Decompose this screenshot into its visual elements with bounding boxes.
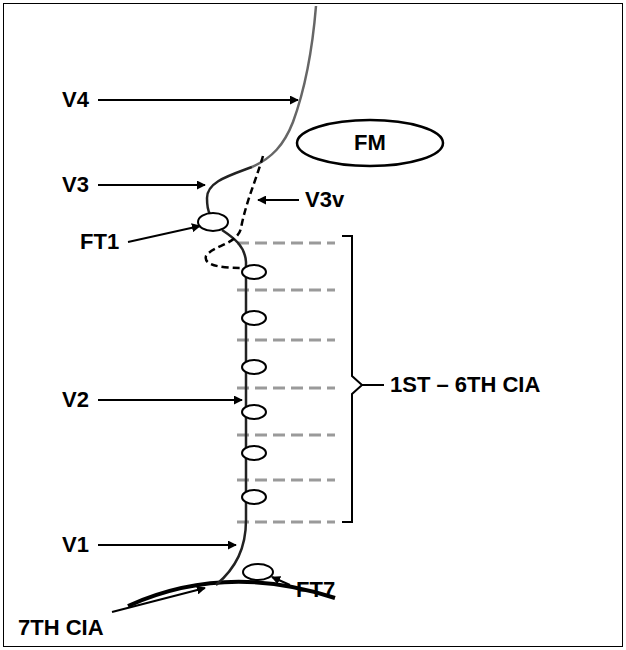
v3-segment <box>207 167 252 214</box>
segment-label: V2 <box>62 387 89 413</box>
leader-arrows <box>98 100 299 612</box>
segment-label: FT7 <box>296 577 335 603</box>
node-label: FM <box>354 130 386 156</box>
segment-label: V3v <box>305 187 344 213</box>
transverse-foramina <box>198 213 273 580</box>
foramen-magnum-ellipse: FM <box>295 118 445 168</box>
segment-label: V4 <box>62 87 89 113</box>
segment-label: 1ST – 6TH CIA <box>390 372 540 398</box>
cia-bracket <box>342 236 384 522</box>
frame <box>4 4 623 647</box>
v2-v1-segment <box>216 230 246 585</box>
segment-label: 7TH CIA <box>18 615 104 641</box>
segment-label: FT1 <box>80 229 119 255</box>
segment-label: V1 <box>62 532 89 558</box>
v3v-variant <box>206 156 263 268</box>
vertebral-levels <box>237 243 335 522</box>
segment-label: V3 <box>62 172 89 198</box>
